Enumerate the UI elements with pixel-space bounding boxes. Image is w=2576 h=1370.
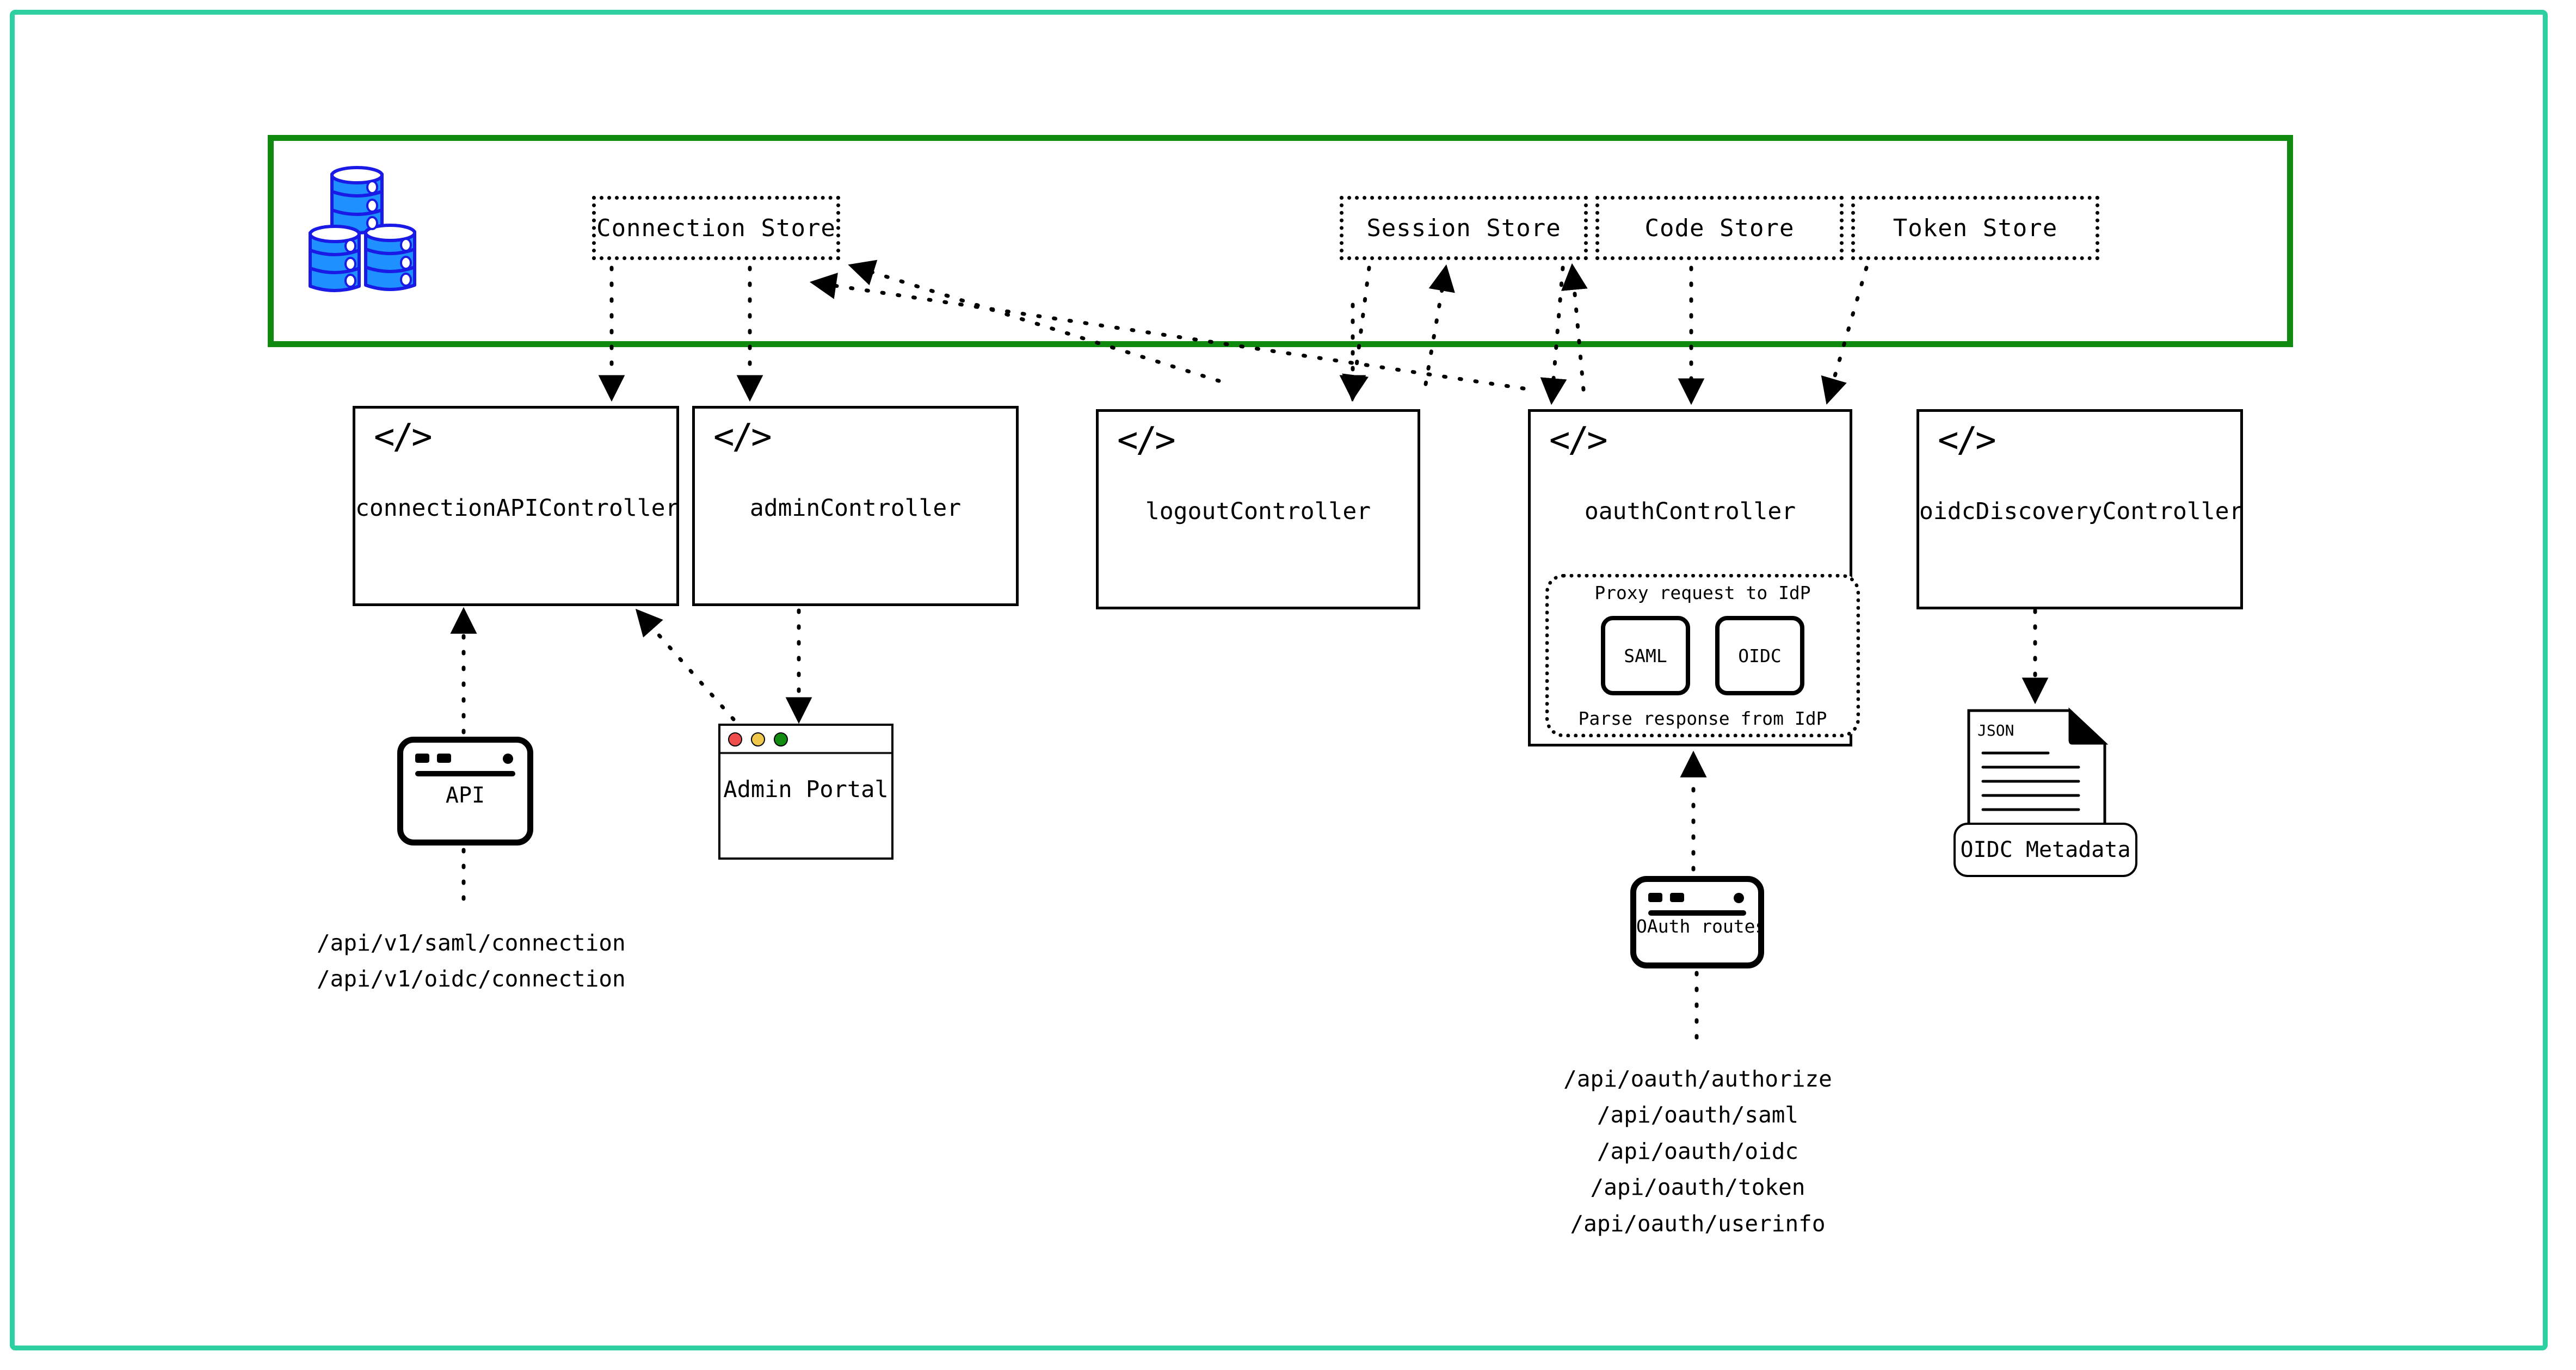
idp-proxy-caption-bottom: Parse response from IdP <box>1578 708 1827 729</box>
store-label: Token Store <box>1893 214 2058 242</box>
store-code-store[interactable]: Code Store <box>1595 196 1844 260</box>
route-item: /api/oauth/token <box>1590 1174 1805 1201</box>
api-client-label: API <box>445 783 485 808</box>
store-connection-store[interactable]: Connection Store <box>592 196 840 260</box>
window-menu-dot-icon <box>503 754 513 764</box>
code-brackets-icon: </> <box>713 417 772 457</box>
oidc-metadata-label: OIDC Metadata <box>1960 837 2131 862</box>
oauth-route-list: /api/oauth/authorize /api/oauth/saml /ap… <box>1534 1061 1861 1242</box>
store-label: Code Store <box>1644 214 1795 242</box>
connection-api-route-list: /api/v1/saml/connection /api/v1/oidc/con… <box>317 925 626 997</box>
saml-chip[interactable]: SAML <box>1601 616 1690 695</box>
oidc-chip[interactable]: OIDC <box>1715 616 1804 695</box>
admin-portal-window[interactable]: Admin Portal <box>718 724 893 860</box>
store-label: Session Store <box>1366 214 1561 242</box>
oidc-chip-label: OIDC <box>1738 645 1782 667</box>
traffic-lights-icon <box>728 732 788 746</box>
route-item: /api/v1/oidc/connection <box>317 966 626 992</box>
oauth-routes-window[interactable]: OAuth routes <box>1630 876 1766 968</box>
code-brackets-icon: </> <box>1938 420 1996 460</box>
route-item: /api/oauth/authorize <box>1563 1066 1832 1092</box>
window-controls-icon <box>415 754 451 763</box>
code-brackets-icon: </> <box>1549 420 1608 460</box>
api-client-window[interactable]: API <box>397 737 533 846</box>
controller-label: connectionAPIController <box>355 495 680 522</box>
saml-chip-label: SAML <box>1624 645 1667 667</box>
route-item: /api/oauth/userinfo <box>1570 1210 1826 1237</box>
window-menu-dot-icon <box>1734 893 1744 903</box>
controller-label: oauthController <box>1584 498 1796 525</box>
database-stack-icon <box>305 163 430 294</box>
window-controls-icon <box>1648 893 1684 902</box>
admin-portal-label: Admin Portal <box>723 776 889 803</box>
svg-text:JSON: JSON <box>1977 721 2014 739</box>
outer-frame-border <box>10 10 2548 1350</box>
oidc-metadata-document[interactable]: JSON OIDC Metadata <box>1953 707 2137 877</box>
route-item: /api/v1/saml/connection <box>317 930 626 956</box>
store-label: Connection Store <box>596 214 836 242</box>
window-titlebar-rule <box>1648 910 1746 916</box>
idp-proxy-group: Proxy request to IdP SAML OIDC Parse res… <box>1545 574 1860 737</box>
route-item: /api/oauth/saml <box>1597 1102 1799 1128</box>
oidc-metadata-label-pill: OIDC Metadata <box>1953 823 2137 877</box>
store-token-store[interactable]: Token Store <box>1851 196 2099 260</box>
controller-logout-controller[interactable]: </> logoutController <box>1096 409 1420 609</box>
controller-admin-controller[interactable]: </> adminController <box>692 406 1019 606</box>
oauth-routes-label: OAuth routes <box>1636 916 1766 937</box>
code-brackets-icon: </> <box>1117 420 1176 460</box>
controller-label: adminController <box>749 495 962 522</box>
code-brackets-icon: </> <box>374 417 433 457</box>
controller-label: logoutController <box>1145 498 1371 525</box>
window-titlebar-rule <box>415 771 515 776</box>
controller-oidc-discovery-controller[interactable]: </> oidcDiscoveryController <box>1916 409 2243 609</box>
route-item: /api/oauth/oidc <box>1597 1138 1799 1164</box>
idp-proxy-caption-top: Proxy request to IdP <box>1594 582 1811 603</box>
window-titlebar-rule <box>720 752 891 754</box>
controller-label: oidcDiscoveryController <box>1919 498 2244 525</box>
store-session-store[interactable]: Session Store <box>1340 196 1588 260</box>
controller-connection-api-controller[interactable]: </> connectionAPIController <box>353 406 679 606</box>
